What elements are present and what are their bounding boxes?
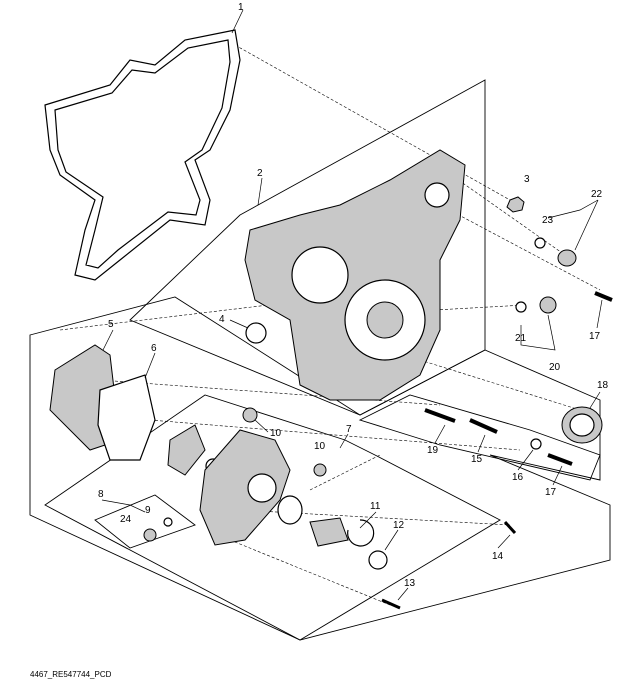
water-pump-housing bbox=[199, 429, 291, 546]
callout-13: 13 bbox=[404, 578, 416, 589]
callout-21: 21 bbox=[515, 333, 527, 344]
callout-15: 15 bbox=[471, 454, 483, 465]
callout-17a: 17 bbox=[589, 331, 601, 342]
callout-16: 16 bbox=[512, 472, 524, 483]
bolt-kit-frame bbox=[358, 394, 601, 481]
bolt-13 bbox=[381, 598, 401, 610]
impeller bbox=[167, 424, 206, 476]
nut-3 bbox=[506, 196, 525, 213]
callout-19: 19 bbox=[427, 445, 439, 456]
o-ring-23 bbox=[534, 237, 546, 249]
callout-3: 3 bbox=[524, 174, 530, 185]
o-ring-21 bbox=[515, 301, 527, 313]
plug-kit-frame bbox=[94, 494, 196, 549]
shaft-11 bbox=[309, 517, 349, 547]
bolt-17a bbox=[594, 291, 613, 302]
diagram-id-label: 4467_RE547744_PCD bbox=[30, 670, 112, 679]
plug-20 bbox=[539, 296, 557, 314]
callout-24: 24 bbox=[120, 514, 132, 525]
callout-1: 1 bbox=[238, 2, 244, 13]
callout-14: 14 bbox=[492, 551, 504, 562]
callout-6: 6 bbox=[151, 343, 157, 354]
ring-12 bbox=[368, 550, 388, 570]
callout-20: 20 bbox=[549, 362, 561, 373]
callout-10b: 10 bbox=[314, 441, 326, 452]
bolt-14 bbox=[503, 520, 517, 535]
plug-24 bbox=[143, 528, 157, 542]
washer-16 bbox=[530, 438, 542, 450]
plug-10b bbox=[313, 463, 327, 477]
callout-17b: 17 bbox=[545, 487, 557, 498]
callout-9: 9 bbox=[145, 505, 151, 516]
callout-11: 11 bbox=[370, 501, 381, 512]
pump-group-frame bbox=[44, 394, 501, 641]
o-ring-9 bbox=[163, 517, 173, 527]
callout-8: 8 bbox=[98, 489, 104, 500]
callout-22: 22 bbox=[591, 189, 603, 200]
snap-ring bbox=[347, 519, 375, 547]
bolt-19 bbox=[424, 408, 456, 423]
plug-10a bbox=[242, 407, 258, 423]
plug-22 bbox=[557, 249, 577, 267]
callout-23: 23 bbox=[542, 215, 554, 226]
callout-2: 2 bbox=[257, 168, 263, 179]
callout-10a: 10 bbox=[270, 428, 282, 439]
callout-12: 12 bbox=[393, 520, 405, 531]
callout-7: 7 bbox=[346, 424, 352, 435]
callout-5: 5 bbox=[108, 319, 114, 330]
gasket-6 bbox=[97, 374, 156, 461]
bolt-15 bbox=[469, 418, 498, 434]
bolt-17b bbox=[547, 453, 573, 466]
callout-18: 18 bbox=[597, 380, 609, 391]
callout-4: 4 bbox=[219, 314, 225, 325]
bearing bbox=[277, 495, 303, 525]
o-ring-4 bbox=[245, 322, 267, 344]
